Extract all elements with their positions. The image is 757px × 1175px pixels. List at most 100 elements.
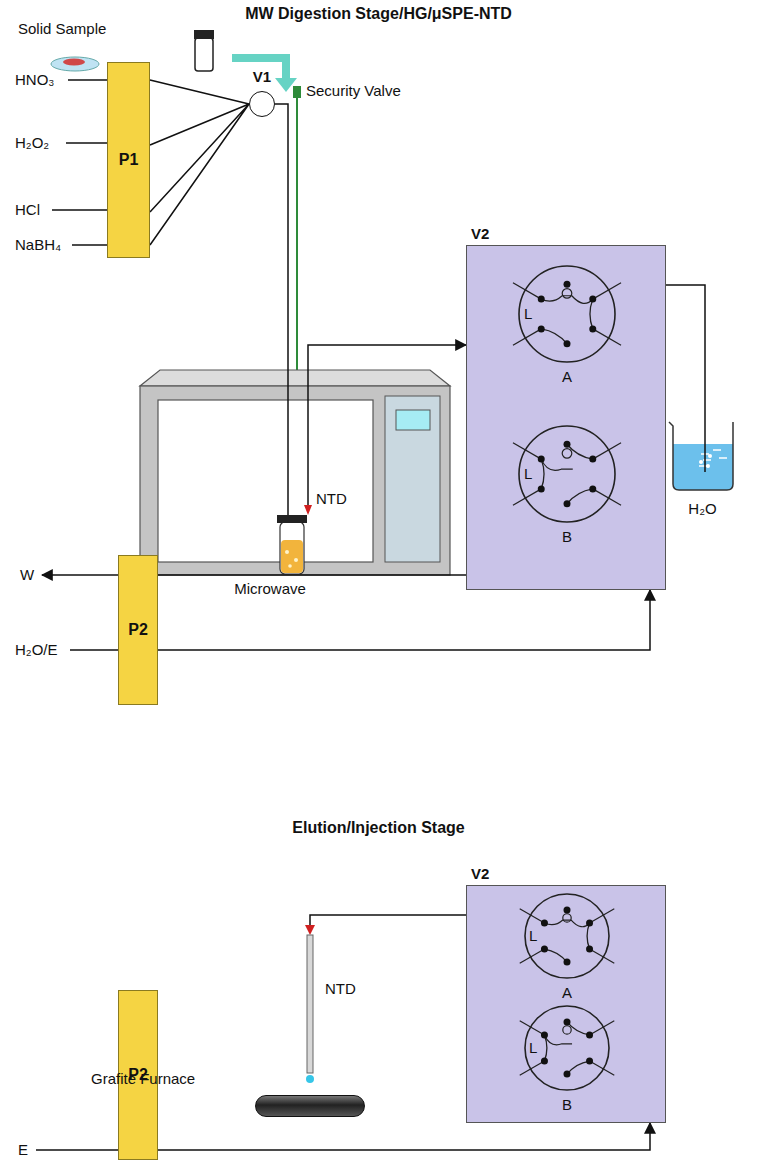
injection-valve: LA — [512, 264, 622, 394]
loop-coil — [563, 1026, 571, 1034]
bubble — [288, 564, 292, 568]
valve-port-line — [590, 949, 615, 963]
eluent-line — [36, 1149, 118, 1151]
position-label: A — [512, 984, 622, 1002]
valve-port-line — [513, 489, 541, 505]
valve-port — [541, 1058, 548, 1065]
valve-body — [519, 266, 615, 362]
reagent-line — [68, 79, 107, 80]
loop-coil — [562, 289, 572, 299]
loop-coil — [563, 914, 571, 922]
valve-port-line — [513, 329, 541, 345]
valve-port-line — [520, 949, 545, 963]
eluate-drop — [306, 1075, 314, 1083]
microwave-oven: Microwave — [140, 370, 450, 575]
annotation-label: HNO₃ — [15, 71, 54, 89]
tubing-line — [158, 574, 466, 576]
reagent-line — [72, 244, 107, 245]
sample-loop — [544, 920, 589, 927]
valve-port — [538, 485, 545, 492]
valve-channel — [567, 1061, 590, 1074]
valve-port — [541, 1031, 548, 1038]
position-label: A — [512, 368, 622, 386]
valve-port — [564, 340, 571, 347]
annotation-label: E — [18, 1141, 28, 1159]
water-ripple — [713, 449, 721, 451]
node-label: H₂O — [665, 500, 740, 518]
vessel-cap — [277, 515, 307, 523]
node-label: V1 — [253, 68, 271, 86]
reagent-inlet-line — [287, 370, 289, 516]
microwave-top — [140, 370, 450, 386]
tubing-line — [158, 590, 650, 650]
tubing-line — [275, 104, 288, 370]
valve-panel: LALBV2 — [466, 885, 666, 1123]
node-label: Grafite Furnace — [91, 1070, 195, 1088]
valve-port-line — [593, 329, 621, 345]
valve-body — [519, 426, 615, 522]
valve-channel — [541, 329, 567, 344]
beaker-drawing — [665, 420, 740, 492]
ntd-needle — [307, 935, 313, 1073]
valve-channel — [544, 949, 567, 962]
water-ripple — [699, 465, 707, 467]
digestion-vessel — [280, 522, 304, 574]
valve-port — [589, 325, 596, 332]
valve-port — [564, 500, 571, 507]
tubing-line — [158, 1123, 650, 1150]
ntd-tube: NTD — [303, 925, 317, 1085]
graphite-furnace: Grafite Furnace — [255, 1095, 365, 1117]
injection-valve: LA — [512, 892, 622, 1004]
annotation-label: NTD — [316, 490, 347, 508]
waste-line — [42, 574, 118, 576]
solid-sample — [63, 59, 85, 66]
annotation-label: H₂O₂ — [15, 134, 49, 152]
water — [673, 444, 733, 490]
loop-label: L — [529, 1039, 537, 1057]
microwave-body — [140, 386, 450, 575]
valve-channel — [567, 489, 593, 504]
node-label: P2 — [128, 620, 148, 639]
node-label: NTD — [325, 980, 356, 998]
valve-port — [564, 441, 571, 448]
ntd-head — [305, 925, 315, 935]
outlet-line — [704, 420, 706, 472]
ntd-line — [307, 370, 309, 505]
injection-valve: LB — [512, 424, 622, 554]
petri-dish — [51, 57, 99, 71]
beaker-glass — [669, 422, 733, 490]
pump-box: P2 — [118, 555, 158, 705]
microwave-window — [158, 400, 373, 562]
loop-label: L — [524, 305, 532, 323]
display — [396, 410, 430, 430]
sample-loop — [541, 459, 573, 470]
water-beaker: H₂O — [665, 420, 740, 492]
gas-bubble — [706, 464, 710, 468]
carrier-line — [70, 649, 118, 651]
sample-vial — [195, 38, 213, 71]
valve-port — [589, 485, 596, 492]
valve-port — [586, 919, 593, 926]
valve-port — [538, 456, 545, 463]
node-label: V2 — [471, 225, 489, 243]
sample-loop — [541, 296, 593, 304]
bubble — [294, 558, 298, 562]
water-ripple — [719, 457, 727, 459]
valve-port-line — [513, 283, 541, 299]
valve-port-line — [590, 909, 615, 923]
annotation-label: HCl — [15, 201, 40, 219]
valve-port-line — [593, 443, 621, 459]
position-label: B — [512, 528, 622, 546]
valve-port-line — [520, 1061, 545, 1075]
valve-port — [564, 959, 571, 966]
valve-port — [541, 946, 548, 953]
tubing-line — [310, 915, 466, 925]
valve-port — [586, 1058, 593, 1065]
tubing-line — [308, 345, 466, 370]
reagent-line — [52, 209, 107, 210]
valve-port-line — [593, 489, 621, 505]
position-label: B — [512, 1096, 622, 1114]
water-ripple — [703, 459, 711, 461]
valve-port-line — [513, 443, 541, 459]
